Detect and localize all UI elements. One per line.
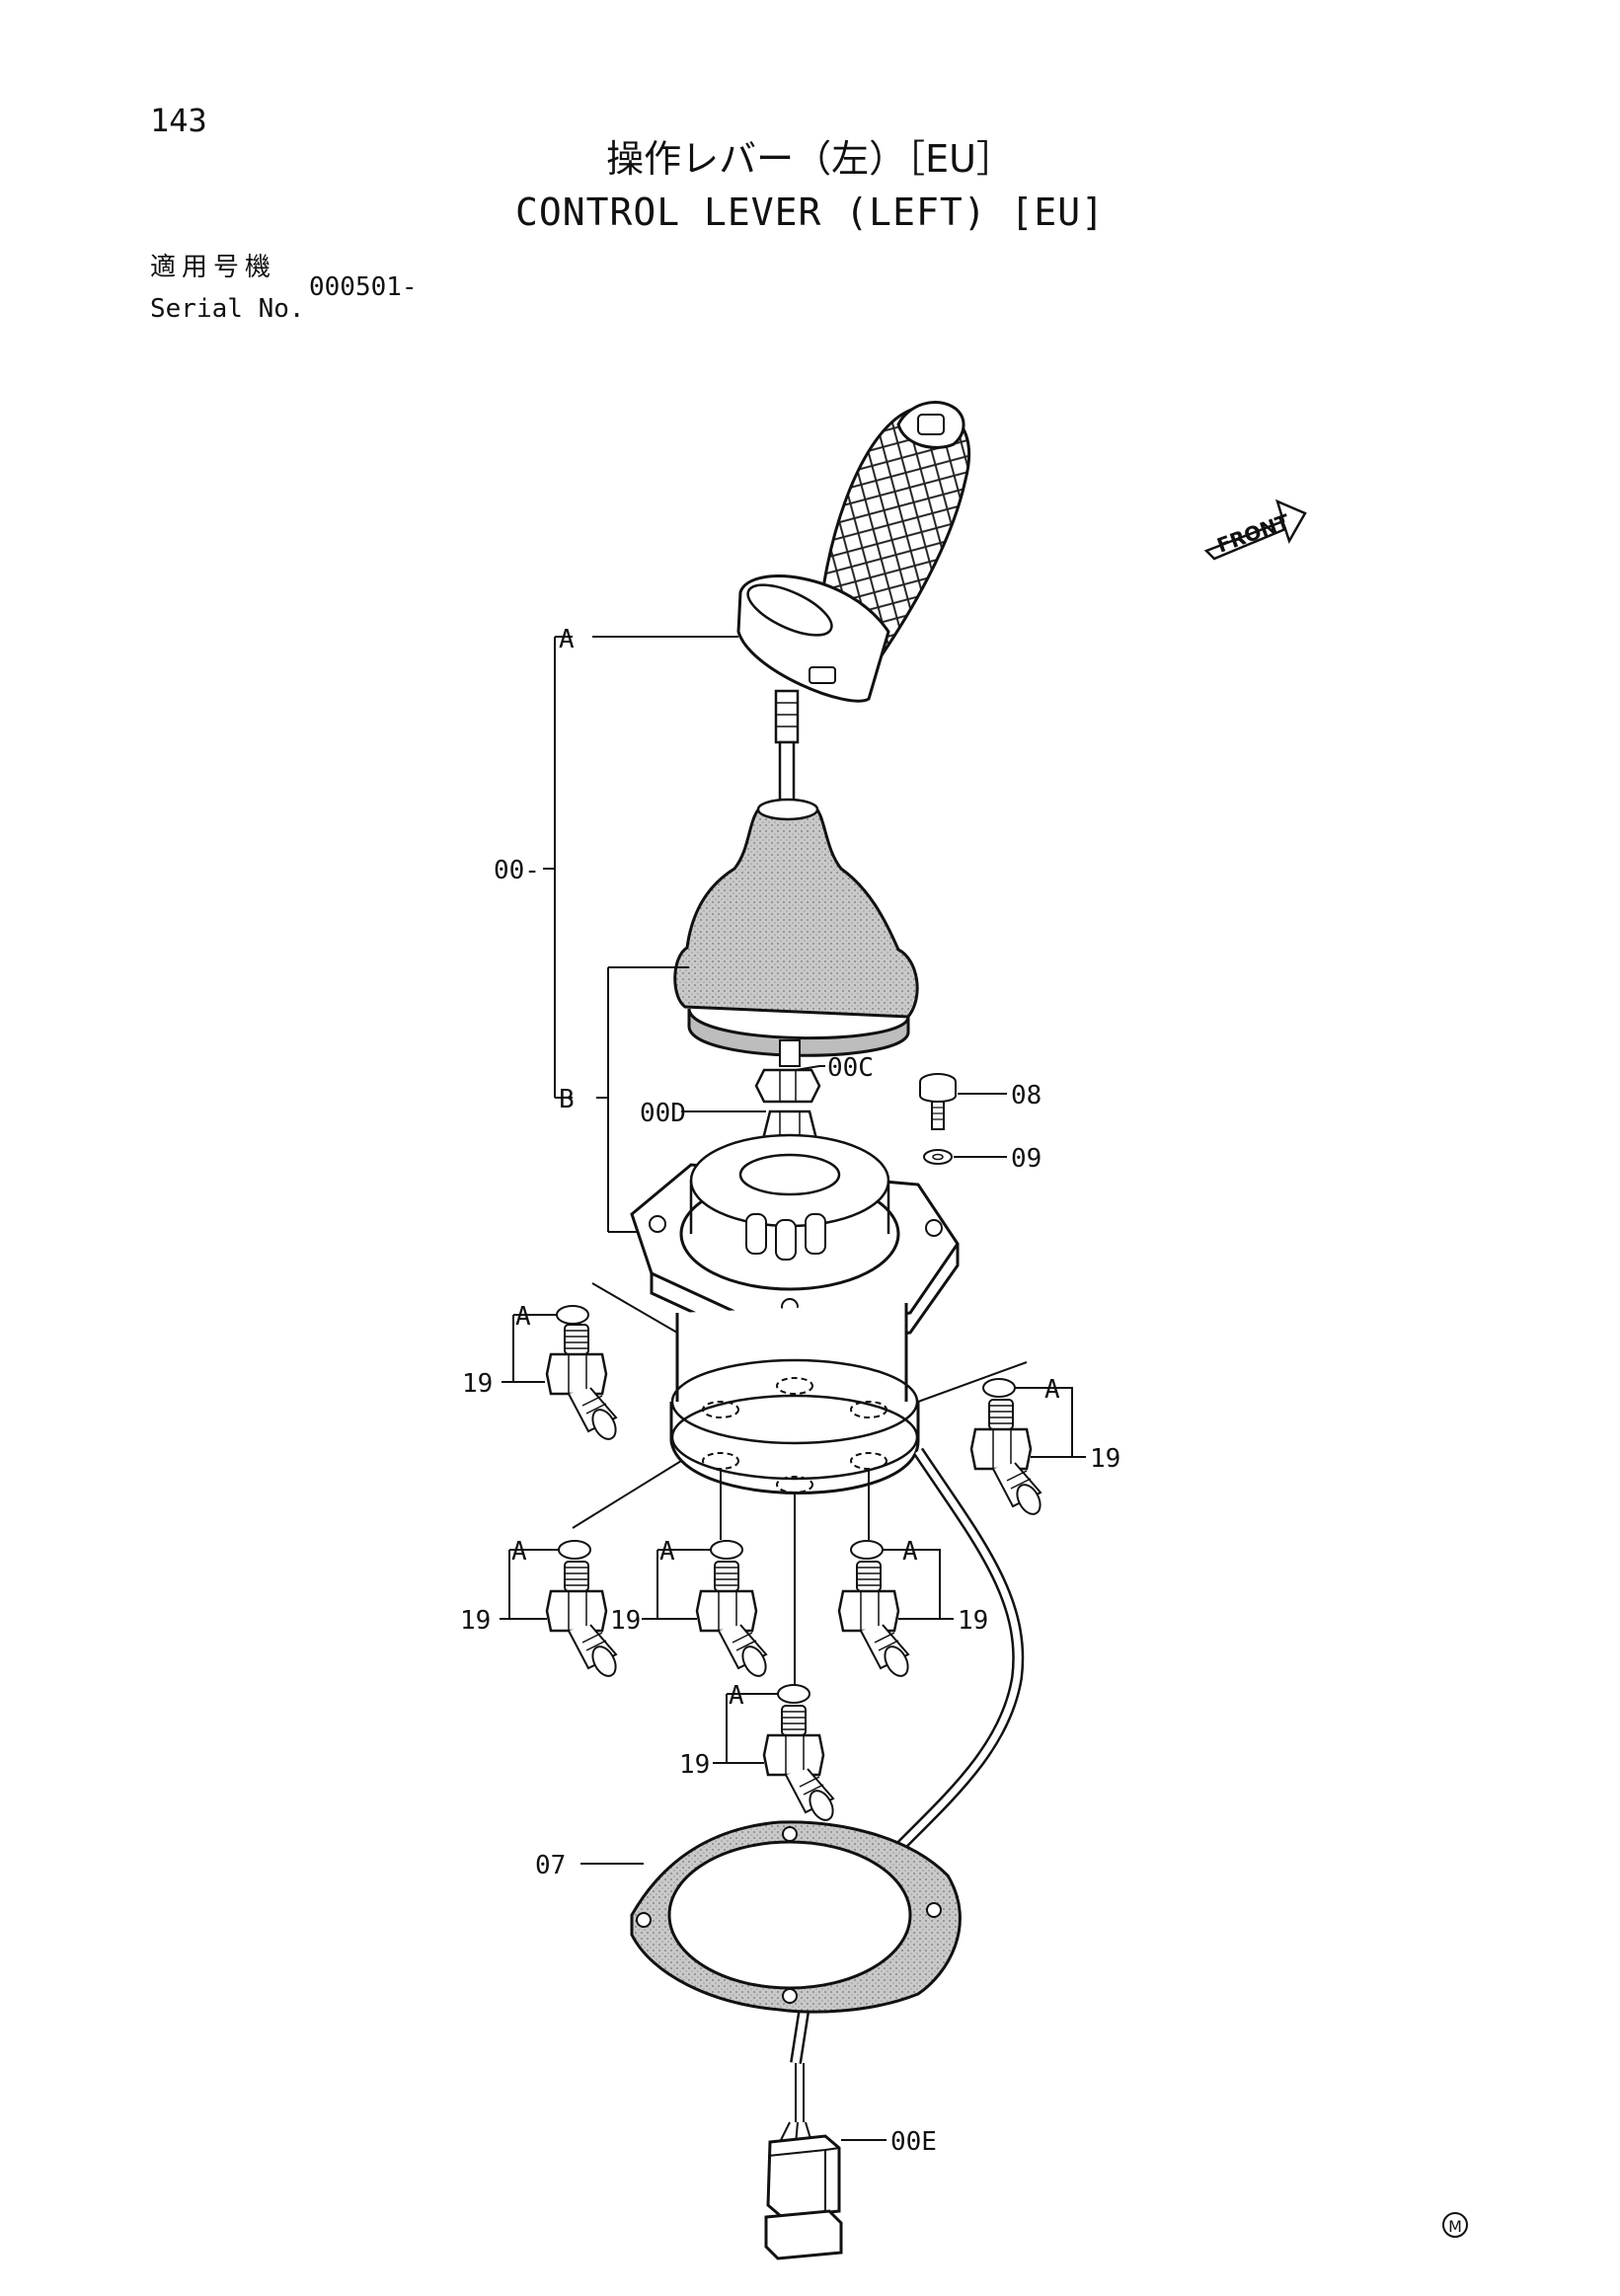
page-title-japanese: 操作レバー（左）［EU］ <box>606 137 1014 181</box>
leader-lines <box>543 636 1028 2141</box>
page-number: 143 <box>150 102 207 139</box>
callout-00d: 00D <box>640 1099 686 1128</box>
fitting-4-ref: A <box>659 1537 675 1567</box>
callout-07: 07 <box>535 1851 566 1880</box>
rubber-boot <box>673 798 919 1057</box>
gasket <box>630 1820 962 2014</box>
fitting-6-part: 19 <box>679 1750 710 1780</box>
fitting-6 <box>713 1684 839 1826</box>
page-title-english: CONTROL LEVER (LEFT) [EU] <box>515 191 1105 234</box>
fitting-4-part: 19 <box>610 1606 641 1636</box>
callout-b: B <box>559 1085 575 1114</box>
fitting-5-part: 19 <box>958 1606 988 1636</box>
valve-top-plate <box>630 1133 960 1354</box>
front-direction-arrow: FRONT <box>1203 498 1307 561</box>
front-label: FRONT <box>1214 509 1293 558</box>
lever-shaft <box>774 689 800 807</box>
fitting-1-ref: A <box>515 1302 531 1332</box>
adjusting-nut <box>754 1039 821 1104</box>
fitting-3-ref: A <box>511 1537 527 1567</box>
callout-08: 08 <box>1011 1081 1041 1110</box>
washer <box>923 1149 953 1165</box>
callout-assembly: 00- <box>494 856 540 885</box>
serial-label-japanese: 適用号機 <box>150 253 277 282</box>
fitting-2 <box>969 1378 1086 1520</box>
fitting-2-ref: A <box>1044 1375 1060 1405</box>
callout-00c: 00C <box>827 1053 874 1083</box>
serial-number-range: 000501- <box>309 272 418 302</box>
fitting-1 <box>501 1305 622 1445</box>
callout-09: 09 <box>1011 1144 1041 1174</box>
callout-a-top: A <box>559 625 575 654</box>
fitting-6-ref: A <box>729 1681 744 1711</box>
fitting-5-ref: A <box>902 1537 918 1567</box>
screw <box>919 1073 957 1130</box>
fitting-4 <box>642 1540 772 1682</box>
callout-labels: A B 00- 00C 00D 08 09 07 00E A 19 A 19 A… <box>460 625 1120 2157</box>
fitting-1-part: 19 <box>462 1369 493 1399</box>
fitting-5 <box>837 1540 954 1682</box>
serial-label-english: Serial No. <box>150 294 305 324</box>
lever-collar <box>736 574 890 703</box>
fitting-2-part: 19 <box>1090 1444 1120 1474</box>
valve-body <box>669 1303 920 1494</box>
fitting-3-part: 19 <box>460 1606 491 1636</box>
fitting-3 <box>500 1540 622 1682</box>
callout-00e: 00E <box>890 2127 937 2157</box>
connector <box>764 2134 843 2260</box>
corner-mark-letter: M <box>1448 2217 1462 2236</box>
corner-mark: M <box>1442 2212 1468 2238</box>
